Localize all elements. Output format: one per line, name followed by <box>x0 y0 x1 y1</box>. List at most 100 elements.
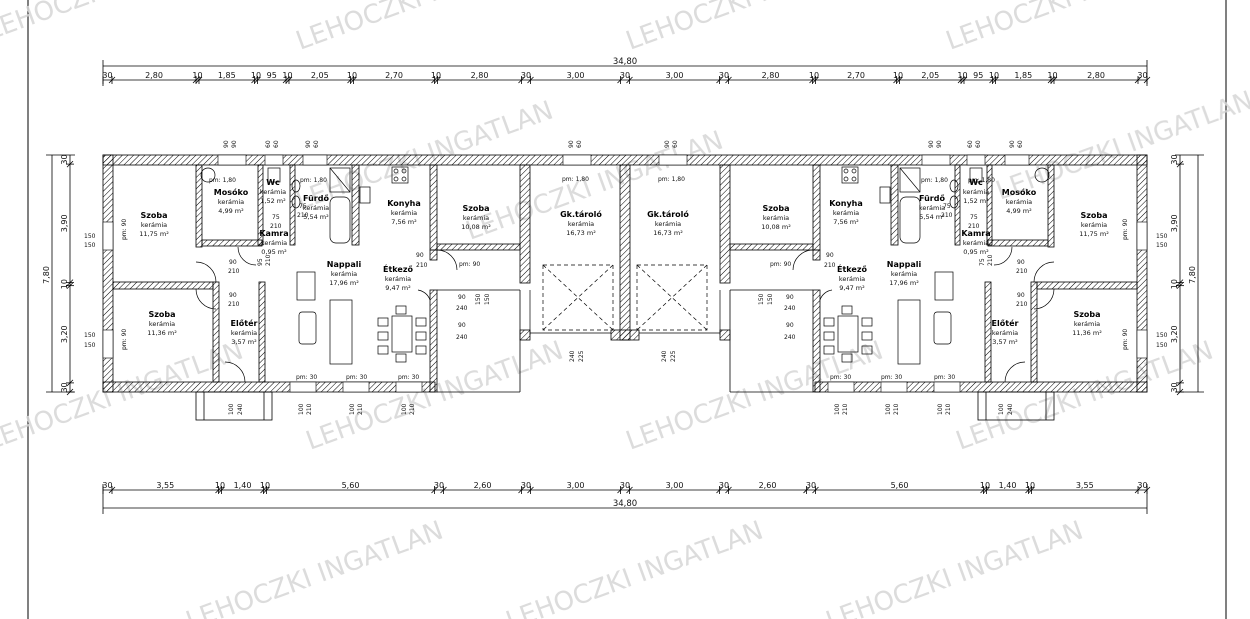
watermark: LEHOCZKI INGATLAN <box>942 0 1207 57</box>
stove-icon <box>391 166 409 184</box>
opening-label: pm: 1,80 <box>300 177 327 184</box>
watermark: LEHOCZKI INGATLAN <box>822 516 1087 619</box>
dimension-label: 10 <box>989 71 999 80</box>
room-area: 4,99 m² <box>1006 207 1032 215</box>
opening-label: 240 <box>456 334 468 341</box>
dimension-label: 10 <box>1170 279 1179 289</box>
dimension-label: 10 <box>1047 71 1057 80</box>
dimension-label: 30 <box>719 481 729 490</box>
dimension-slash <box>812 486 819 494</box>
dimension-slash <box>1143 76 1151 84</box>
opening-label: pm: 30 <box>934 374 955 381</box>
dimension-label: 10 <box>215 481 225 490</box>
dimension-label: 30 <box>1137 481 1147 490</box>
dimension-label: 2,60 <box>759 481 777 490</box>
room-area: 10,08 m² <box>461 223 491 231</box>
opening-label: 150 <box>84 342 96 349</box>
room-name: Szoba <box>1073 310 1100 319</box>
toilet-icon <box>267 167 281 183</box>
room-floor: kerámia <box>218 198 244 206</box>
room-floor: kerámia <box>963 188 989 196</box>
opening-label: 240 <box>784 305 796 312</box>
room-name: Étkező <box>837 263 867 274</box>
dimension-slash <box>803 486 810 494</box>
dimension-label: 2,70 <box>847 71 865 80</box>
room-name: Konyha <box>387 199 421 208</box>
dimension-label: 10 <box>809 71 819 80</box>
sofa-icon <box>897 299 921 365</box>
dimension-slash <box>431 486 438 494</box>
opening-label: 60 <box>967 140 974 148</box>
opening-label: 210 <box>416 262 428 269</box>
opening-label: pm: 90 <box>121 329 128 350</box>
opening-label: 100 <box>998 403 1005 415</box>
room-area: 11,36 m² <box>147 329 177 337</box>
dimension-slash <box>518 76 525 84</box>
opening-label: 210 <box>270 223 282 230</box>
room-name: Előtér <box>231 318 258 328</box>
dimension-slash <box>812 76 819 84</box>
dimension-slash <box>989 76 996 84</box>
opening-label: 90 <box>786 322 794 329</box>
room-floor: kerámia <box>391 209 417 217</box>
dimension-slash <box>1176 279 1184 286</box>
watermark: LEHOCZKI INGATLAN <box>622 0 887 57</box>
dimension-slash <box>1176 160 1184 168</box>
dimension-label: 3,90 <box>1170 214 1179 232</box>
opening-label: 90 <box>826 252 834 259</box>
dimension-label: 10 <box>192 71 202 80</box>
dimension-label: 5,60 <box>891 481 909 490</box>
garage-doors <box>529 264 721 335</box>
room-floor: kerámia <box>260 188 286 196</box>
opening-label: 90 <box>223 140 230 148</box>
opening-label: 150 <box>1156 233 1168 240</box>
garage-lower <box>437 289 813 393</box>
dimension-slash <box>809 76 816 84</box>
dimension-label: 1,85 <box>218 71 236 80</box>
room-name: Előtér <box>992 318 1019 328</box>
room-name: Szoba <box>762 204 789 213</box>
dimension-slash <box>347 76 354 84</box>
opening-label: 210 <box>968 223 980 230</box>
opening-label: 90 <box>936 140 943 148</box>
total-depth-right: 7,80 <box>1188 266 1197 284</box>
dimension-label: 30 <box>60 382 69 392</box>
dimension-slash <box>263 486 270 494</box>
opening-label: 240 <box>569 350 576 362</box>
opening-label: pm: 30 <box>296 374 317 381</box>
room-area: 17,96 m² <box>889 279 919 287</box>
dimension-label: 2,80 <box>471 71 489 80</box>
watermark: LEHOCZKI INGATLAN <box>182 516 447 619</box>
room-floor: kerámia <box>1006 198 1032 206</box>
opening-label: 75 <box>299 203 307 210</box>
opening-label: pm: 90 <box>121 219 128 240</box>
dimension-slash <box>431 76 438 84</box>
room-name: Konyha <box>829 199 863 208</box>
armchair-icon <box>296 271 316 301</box>
dimension-label: 30 <box>102 71 112 80</box>
dimension-slash <box>960 76 968 84</box>
watermark: LEHOCZKI INGATLAN <box>952 336 1217 457</box>
shower-icon <box>899 167 921 193</box>
dimension-slash <box>896 76 903 84</box>
entrance-porches <box>195 391 1055 421</box>
opening-label: 90 <box>1009 140 1016 148</box>
opening-label: 150 <box>1156 242 1168 249</box>
room-area: 7,56 m² <box>833 218 859 226</box>
opening-label: 150 <box>1156 342 1168 349</box>
toilet-icon <box>969 167 983 183</box>
opening-label: 210 <box>987 254 994 266</box>
room-area: 11,75 m² <box>1079 230 1109 238</box>
dimension-label: 95 <box>973 71 983 80</box>
dimension-slash <box>1176 379 1184 387</box>
dimension-label: 2,80 <box>762 71 780 80</box>
room-floor: kerámia <box>1081 221 1107 229</box>
dimension-label: 10 <box>251 71 261 80</box>
dimension-slash <box>716 76 723 84</box>
opening-label: 60 <box>576 140 583 148</box>
